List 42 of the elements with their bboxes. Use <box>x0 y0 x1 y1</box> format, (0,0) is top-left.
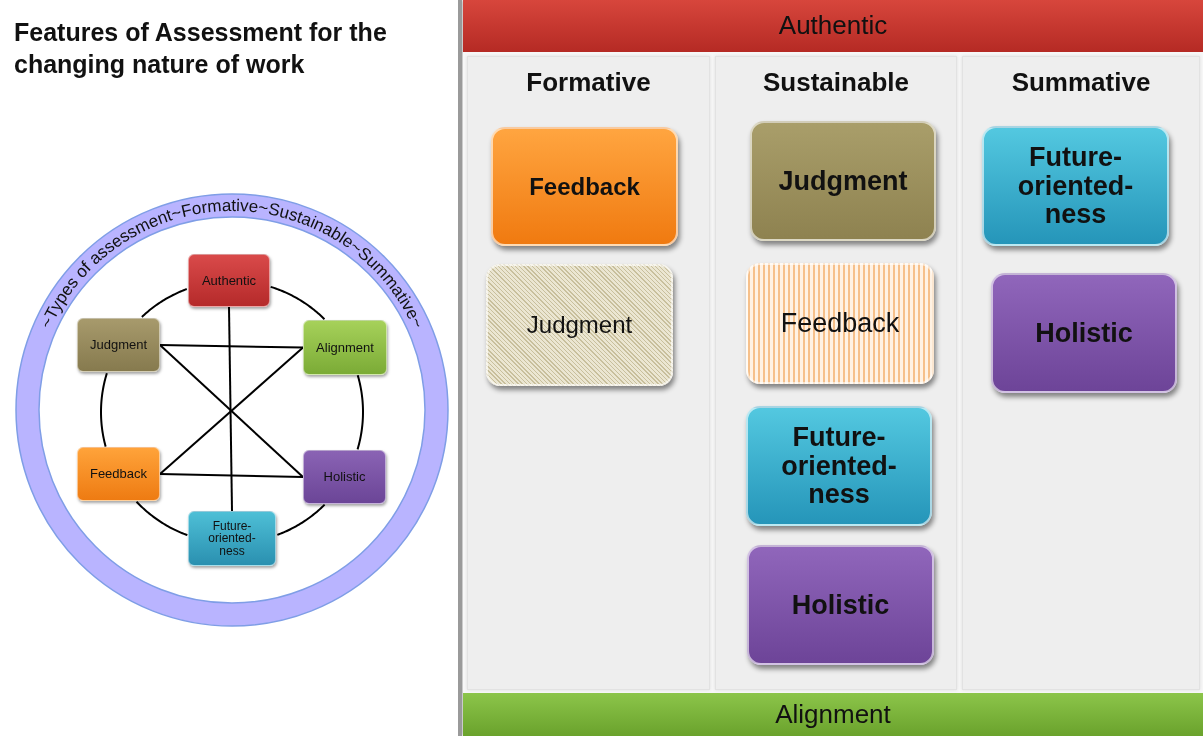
box-label: Feedback <box>88 467 149 481</box>
box-label: Holistic <box>1034 318 1134 348</box>
box-label: Judgment <box>88 338 149 352</box>
column-heading: Summative <box>1010 69 1152 97</box>
feature-box <box>188 511 276 566</box>
box-label: Alignment <box>315 340 375 355</box>
box-label: Judgment <box>525 312 634 338</box>
box-label: Future-oriented-ness <box>207 519 257 558</box>
feature-box <box>982 126 1169 246</box>
column-heading: Formative <box>525 69 652 97</box>
circle-arc-connector <box>135 500 189 537</box>
box-label: Feedback <box>528 173 641 200</box>
connector-line <box>159 344 304 349</box>
connector-line <box>228 306 233 512</box>
box-label: Feedback <box>779 309 901 338</box>
feature-box <box>747 545 934 665</box>
feature-box <box>77 447 160 501</box>
feature-box <box>750 121 936 241</box>
box-label: Future-oriented-ness <box>1016 143 1135 229</box>
box-label: Holistic <box>790 590 891 620</box>
feature-box <box>303 450 386 504</box>
feature-box <box>491 127 678 246</box>
title: Features of Assessment for the changing nature of work <box>14 17 388 80</box>
feature-box <box>486 264 673 386</box>
header-band <box>463 0 1203 52</box>
column-panel <box>962 56 1200 690</box>
box-label: Judgment <box>777 166 909 196</box>
column-heading: Sustainable <box>762 69 910 97</box>
column-panel <box>715 56 957 690</box>
footer-band <box>463 693 1203 736</box>
column-panel <box>467 56 710 690</box>
feature-box <box>746 263 934 384</box>
box-label: Alignment <box>774 700 892 729</box>
connector-line <box>159 473 304 478</box>
circle-arc-connector <box>356 374 364 451</box>
circle-arc-connector <box>276 503 326 536</box>
box-label: Future-oriented-ness <box>780 423 898 509</box>
feature-box <box>991 273 1177 393</box>
box-label: Holistic <box>322 470 367 484</box>
box-label: Authentic <box>777 12 889 40</box>
feature-box <box>746 406 932 526</box>
circle-arc-connector <box>100 372 108 448</box>
